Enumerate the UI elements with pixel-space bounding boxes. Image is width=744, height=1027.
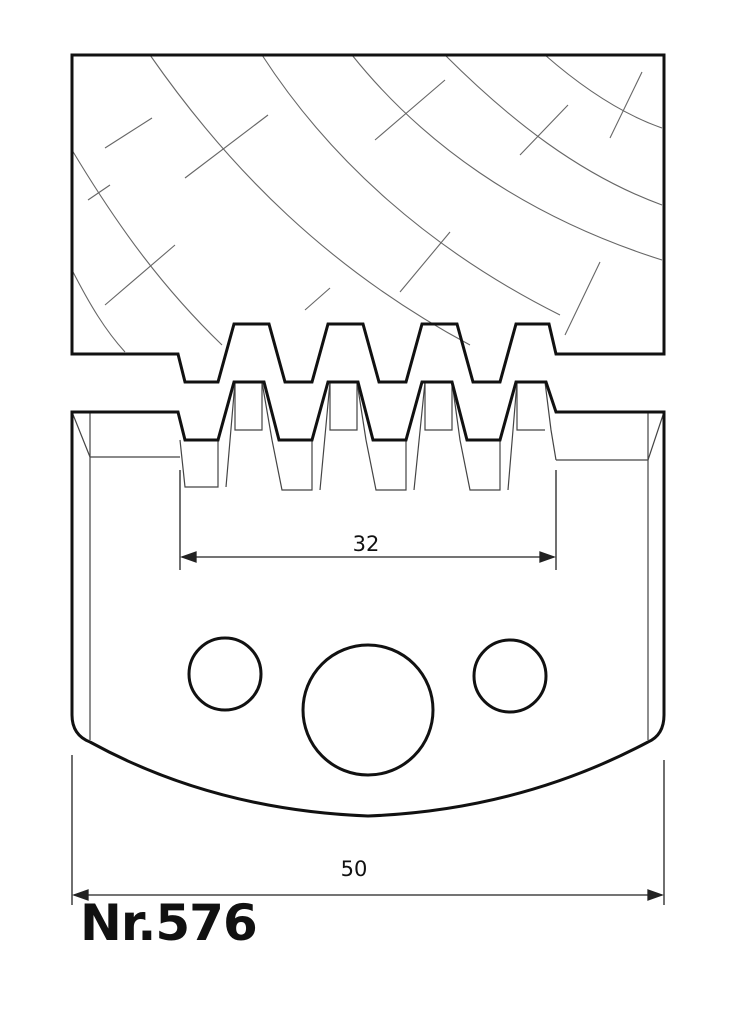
bevel-faces — [71, 381, 665, 740]
mounting-hole-left — [187, 636, 263, 712]
wood-grain — [71, 54, 663, 353]
dimension-label-50: 50 — [341, 857, 368, 881]
mounting-hole-center — [301, 643, 435, 777]
dimension-overall-width — [71, 755, 665, 905]
blade-outline — [70, 380, 666, 818]
product-number: Nr.576 — [80, 894, 258, 952]
dimension-profile-width — [179, 470, 557, 570]
mounting-hole-right — [472, 638, 548, 714]
workpiece-outline — [70, 53, 666, 384]
knife-blade — [70, 380, 666, 818]
dimension-label-32: 32 — [353, 532, 380, 556]
workpiece — [70, 53, 666, 384]
